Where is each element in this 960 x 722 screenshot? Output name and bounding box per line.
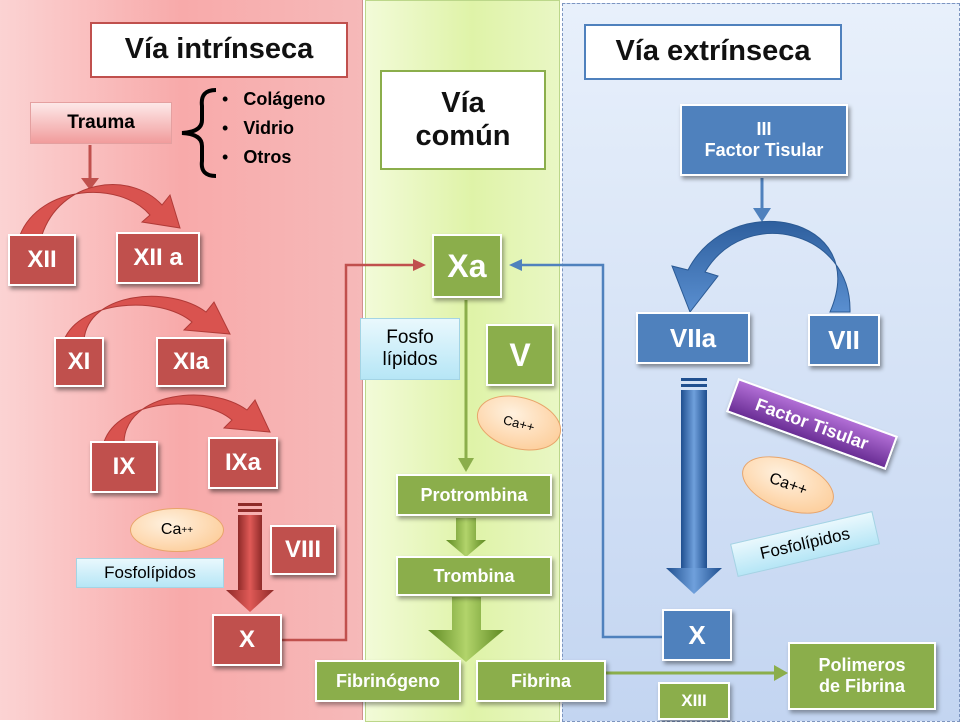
vii-activation-arrow — [671, 220, 851, 314]
factor-iii-label: III — [756, 119, 772, 139]
factor-v-box: V — [486, 324, 554, 386]
polimeros-line2: de Fibrina — [818, 676, 905, 696]
intrinsic-calcium-sub: ++ — [181, 524, 194, 536]
common-phospholipids-line2: lípidos — [382, 349, 438, 370]
intrinsic-calcium-label: Ca — [160, 521, 182, 538]
polimeros-line1: Polimeros — [818, 655, 906, 675]
trombina-box: Trombina — [396, 556, 552, 596]
trigger-brace — [181, 88, 217, 178]
xii-activation-arrow — [19, 184, 181, 236]
protrombina-to-trombina-arrow — [446, 518, 486, 557]
extrinsic-title: Vía extrínseca — [584, 24, 842, 80]
intrinsic-phospholipids-box: Fosfolípidos — [76, 558, 224, 588]
common-title: Vía común — [380, 70, 546, 170]
factor-ixa-box: IXa — [208, 437, 278, 489]
factor-x-extrinsic-box: X — [662, 609, 732, 661]
intrinsic-calcium-ellipse: Ca++ — [130, 508, 224, 552]
trigger-item-3: • Otros — [222, 147, 292, 167]
trombina-to-fibrina-arrow — [428, 597, 504, 662]
fibrinogeno-box: Fibrinógeno — [315, 660, 461, 702]
common-title-line1: Vía — [441, 86, 485, 119]
extrinsic-x-to-xa-connector — [509, 259, 662, 639]
factor-xia-box: XIa — [156, 337, 226, 387]
fibrina-to-polimeros-arrow — [606, 665, 788, 681]
factor-tisular-down-arrow — [753, 178, 771, 222]
common-title-line2: común — [415, 120, 511, 152]
trauma-down-arrow — [81, 145, 99, 190]
fibrina-box: Fibrina — [476, 660, 606, 702]
trigger-item-1: • Colágeno — [222, 89, 326, 109]
extrinsic-to-x-arrow — [666, 378, 722, 594]
factor-xi-box: XI — [54, 337, 104, 387]
trauma-box: Trauma — [30, 102, 172, 144]
xa-to-protrombina-arrow — [458, 300, 474, 472]
factor-xa-box: Xa — [432, 234, 502, 298]
factor-vii-box: VII — [808, 314, 880, 366]
factor-x-intrinsic-box: X — [212, 614, 282, 666]
factor-viia-box: VIIa — [636, 312, 750, 364]
factor-xiia-box: XII a — [116, 232, 200, 284]
trigger-item-2: • Vidrio — [222, 118, 295, 138]
common-phospholipids-line1: Fosfo — [386, 327, 434, 348]
factor-xii-box: XII — [8, 234, 76, 286]
factor-iii-tisular-box: III Factor Tisular — [680, 104, 848, 176]
protrombina-box: Protrombina — [396, 474, 552, 516]
polimeros-fibrina-box: Polimeros de Fibrina — [788, 642, 936, 710]
intrinsic-title: Vía intrínseca — [90, 22, 348, 78]
factor-viii-box: VIII — [270, 525, 336, 575]
factor-xiii-box: XIII — [658, 682, 730, 720]
x-to-xa-connector — [282, 259, 426, 642]
common-phospholipids-box: Fosfo lípidos — [360, 318, 460, 380]
factor-tisular-label: Factor Tisular — [704, 140, 824, 160]
intrinsic-to-x-arrow — [226, 503, 274, 612]
ix-activation-arrow — [103, 394, 271, 443]
factor-ix-box: IX — [90, 441, 158, 493]
xi-activation-arrow — [63, 295, 231, 341]
